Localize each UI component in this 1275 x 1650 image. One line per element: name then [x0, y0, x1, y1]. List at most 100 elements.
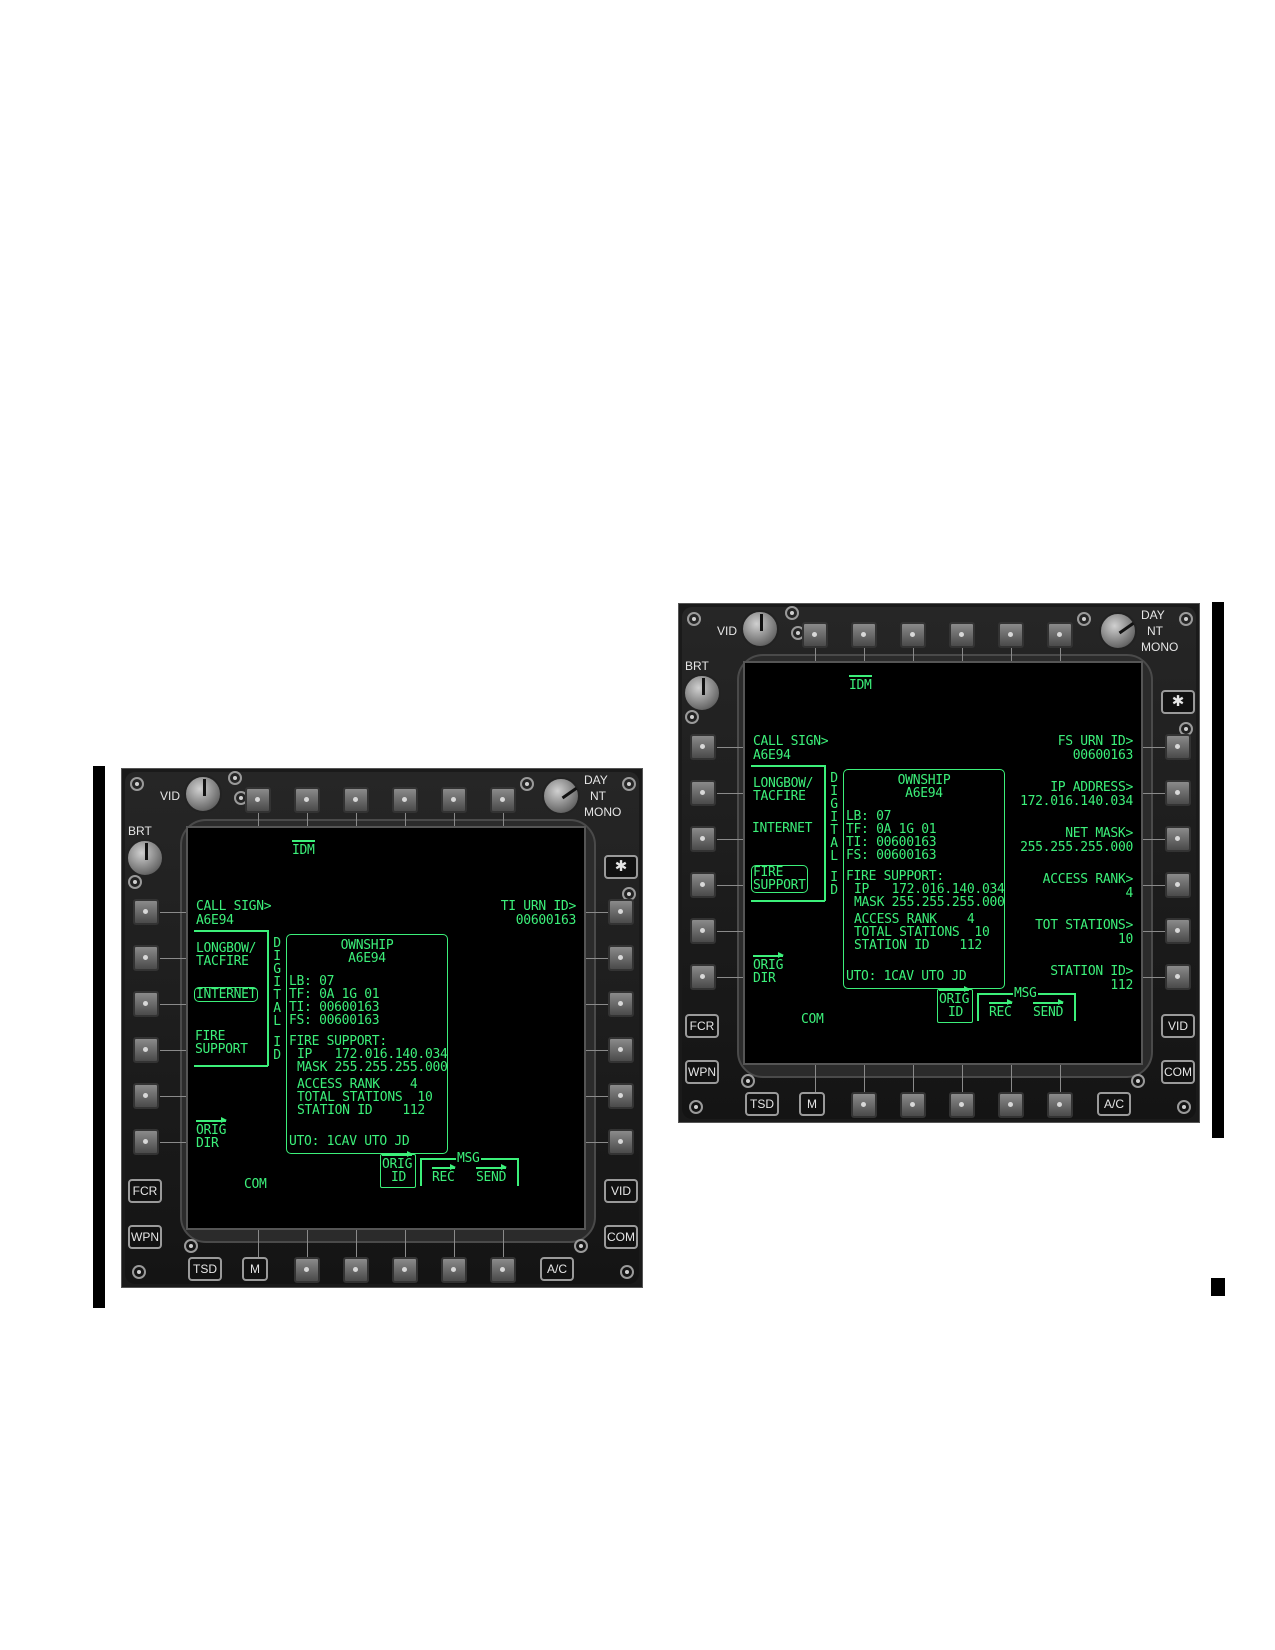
bottom-button-b2[interactable] [294, 1257, 320, 1283]
wpn-button[interactable]: WPN [128, 1225, 162, 1249]
right-label-r6[interactable]: STATION ID> [1050, 964, 1133, 979]
vid-knob-label: VID [717, 624, 738, 638]
bottom-button-b4[interactable] [392, 1257, 418, 1283]
left-button-l3[interactable] [690, 826, 716, 852]
night-label: NT [1147, 624, 1163, 638]
right-button-r3[interactable] [1165, 826, 1191, 852]
top-button-t5[interactable] [441, 787, 467, 813]
vid-knob[interactable] [741, 610, 779, 648]
msg-label: MSG [1013, 986, 1038, 1001]
bottom-button-b5[interactable] [441, 1257, 467, 1283]
com-label[interactable]: COM [244, 1177, 267, 1192]
top-button-t1[interactable] [802, 622, 828, 648]
tsd-button[interactable]: TSD [188, 1257, 222, 1281]
left-button-l2[interactable] [690, 780, 716, 806]
aircraft-button[interactable]: A/C [540, 1257, 574, 1281]
brightness-knob[interactable] [126, 839, 164, 877]
longbow-tacfire-option[interactable]: LONGBOW/ [196, 941, 257, 956]
msg-rec-option[interactable]: REC [989, 999, 1013, 1019]
tsd-button[interactable]: TSD [745, 1092, 779, 1116]
right-label-r2[interactable]: IP ADDRESS> [1050, 780, 1133, 795]
vid-knob[interactable] [184, 775, 222, 813]
top-button-t1[interactable] [245, 787, 271, 813]
bottom-button-b5[interactable] [998, 1092, 1024, 1118]
screw-icon [620, 1265, 634, 1279]
left-button-l1[interactable] [133, 899, 159, 925]
top-button-t6[interactable] [1047, 622, 1073, 648]
top-button-t2[interactable] [294, 787, 320, 813]
right-label-r4[interactable]: ACCESS RANK> [1042, 872, 1134, 887]
right-label-r1[interactable]: TI URN ID> [500, 899, 577, 914]
left-button-l6[interactable] [690, 964, 716, 990]
right-button-r2[interactable] [1165, 780, 1191, 806]
longbow-tacfire-option[interactable]: LONGBOW/ [753, 776, 814, 791]
menu-button[interactable]: M [242, 1257, 268, 1281]
msg-send-option[interactable]: SEND [1033, 999, 1065, 1019]
com-button[interactable]: COM [1161, 1060, 1195, 1084]
orig-id-option[interactable]: ORIG ID [937, 986, 973, 1023]
fcr-button[interactable]: FCR [128, 1179, 162, 1203]
top-button-t3[interactable] [343, 787, 369, 813]
internet-option[interactable]: INTERNET [194, 987, 259, 1002]
left-button-l5[interactable] [133, 1083, 159, 1109]
asterisk-button[interactable]: ✱ [604, 855, 638, 879]
top-button-t3[interactable] [900, 622, 926, 648]
bottom-button-b6[interactable] [1047, 1092, 1073, 1118]
orig-id-option[interactable]: ORIG ID [380, 1151, 416, 1188]
vid-button[interactable]: VID [1161, 1014, 1195, 1038]
bottom-button-b4[interactable] [949, 1092, 975, 1118]
right-label-r5[interactable]: TOT STATIONS> [1035, 918, 1133, 933]
day-night-mono-knob[interactable] [1099, 612, 1137, 650]
aircraft-button[interactable]: A/C [1097, 1092, 1131, 1116]
vid-button[interactable]: VID [604, 1179, 638, 1203]
msg-send-option[interactable]: SEND [476, 1164, 508, 1184]
msg-rec-option[interactable]: REC [432, 1164, 456, 1184]
left-button-l6[interactable] [133, 1129, 159, 1155]
left-button-l4[interactable] [690, 872, 716, 898]
left-button-l4[interactable] [133, 1037, 159, 1063]
wpn-button[interactable]: WPN [685, 1060, 719, 1084]
call-sign-label[interactable]: CALL SIGN> [196, 899, 272, 914]
bottom-button-b2[interactable] [851, 1092, 877, 1118]
right-button-r1[interactable] [1165, 734, 1191, 760]
top-button-t4[interactable] [949, 622, 975, 648]
top-button-t5[interactable] [998, 622, 1024, 648]
com-button[interactable]: COM [604, 1225, 638, 1249]
fcr-button[interactable]: FCR [685, 1014, 719, 1038]
bottom-button-b3[interactable] [900, 1092, 926, 1118]
longbow-tacfire-option-line2[interactable]: TACFIRE [196, 954, 249, 969]
right-button-r1[interactable] [608, 899, 634, 925]
call-sign-label[interactable]: CALL SIGN> [753, 734, 829, 749]
day-night-mono-knob[interactable] [542, 777, 580, 815]
right-button-r5[interactable] [608, 1083, 634, 1109]
asterisk-button[interactable]: ✱ [1161, 690, 1195, 714]
top-button-t6[interactable] [490, 787, 516, 813]
right-button-r4[interactable] [608, 1037, 634, 1063]
bottom-button-b6[interactable] [490, 1257, 516, 1283]
right-button-r5[interactable] [1165, 918, 1191, 944]
top-button-t4[interactable] [392, 787, 418, 813]
left-button-l1[interactable] [690, 734, 716, 760]
menu-button[interactable]: M [799, 1092, 825, 1116]
right-label-r3[interactable]: NET MASK> [1065, 826, 1133, 841]
right-button-r6[interactable] [608, 1129, 634, 1155]
ownship-fs: FS: 00600163 [846, 848, 937, 863]
left-button-l2[interactable] [133, 945, 159, 971]
internet-option[interactable]: INTERNET [752, 821, 813, 836]
brightness-knob[interactable] [683, 674, 721, 712]
bottom-button-b3[interactable] [343, 1257, 369, 1283]
longbow-tacfire-option-line2[interactable]: TACFIRE [753, 789, 806, 804]
right-button-r6[interactable] [1165, 964, 1191, 990]
left-button-l3[interactable] [133, 991, 159, 1017]
top-button-t2[interactable] [851, 622, 877, 648]
right-label-r1[interactable]: FS URN ID> [1057, 734, 1134, 749]
right-button-r2[interactable] [608, 945, 634, 971]
right-button-r4[interactable] [1165, 872, 1191, 898]
right-button-r3[interactable] [608, 991, 634, 1017]
left-button-l5[interactable] [690, 918, 716, 944]
com-label[interactable]: COM [801, 1012, 824, 1027]
